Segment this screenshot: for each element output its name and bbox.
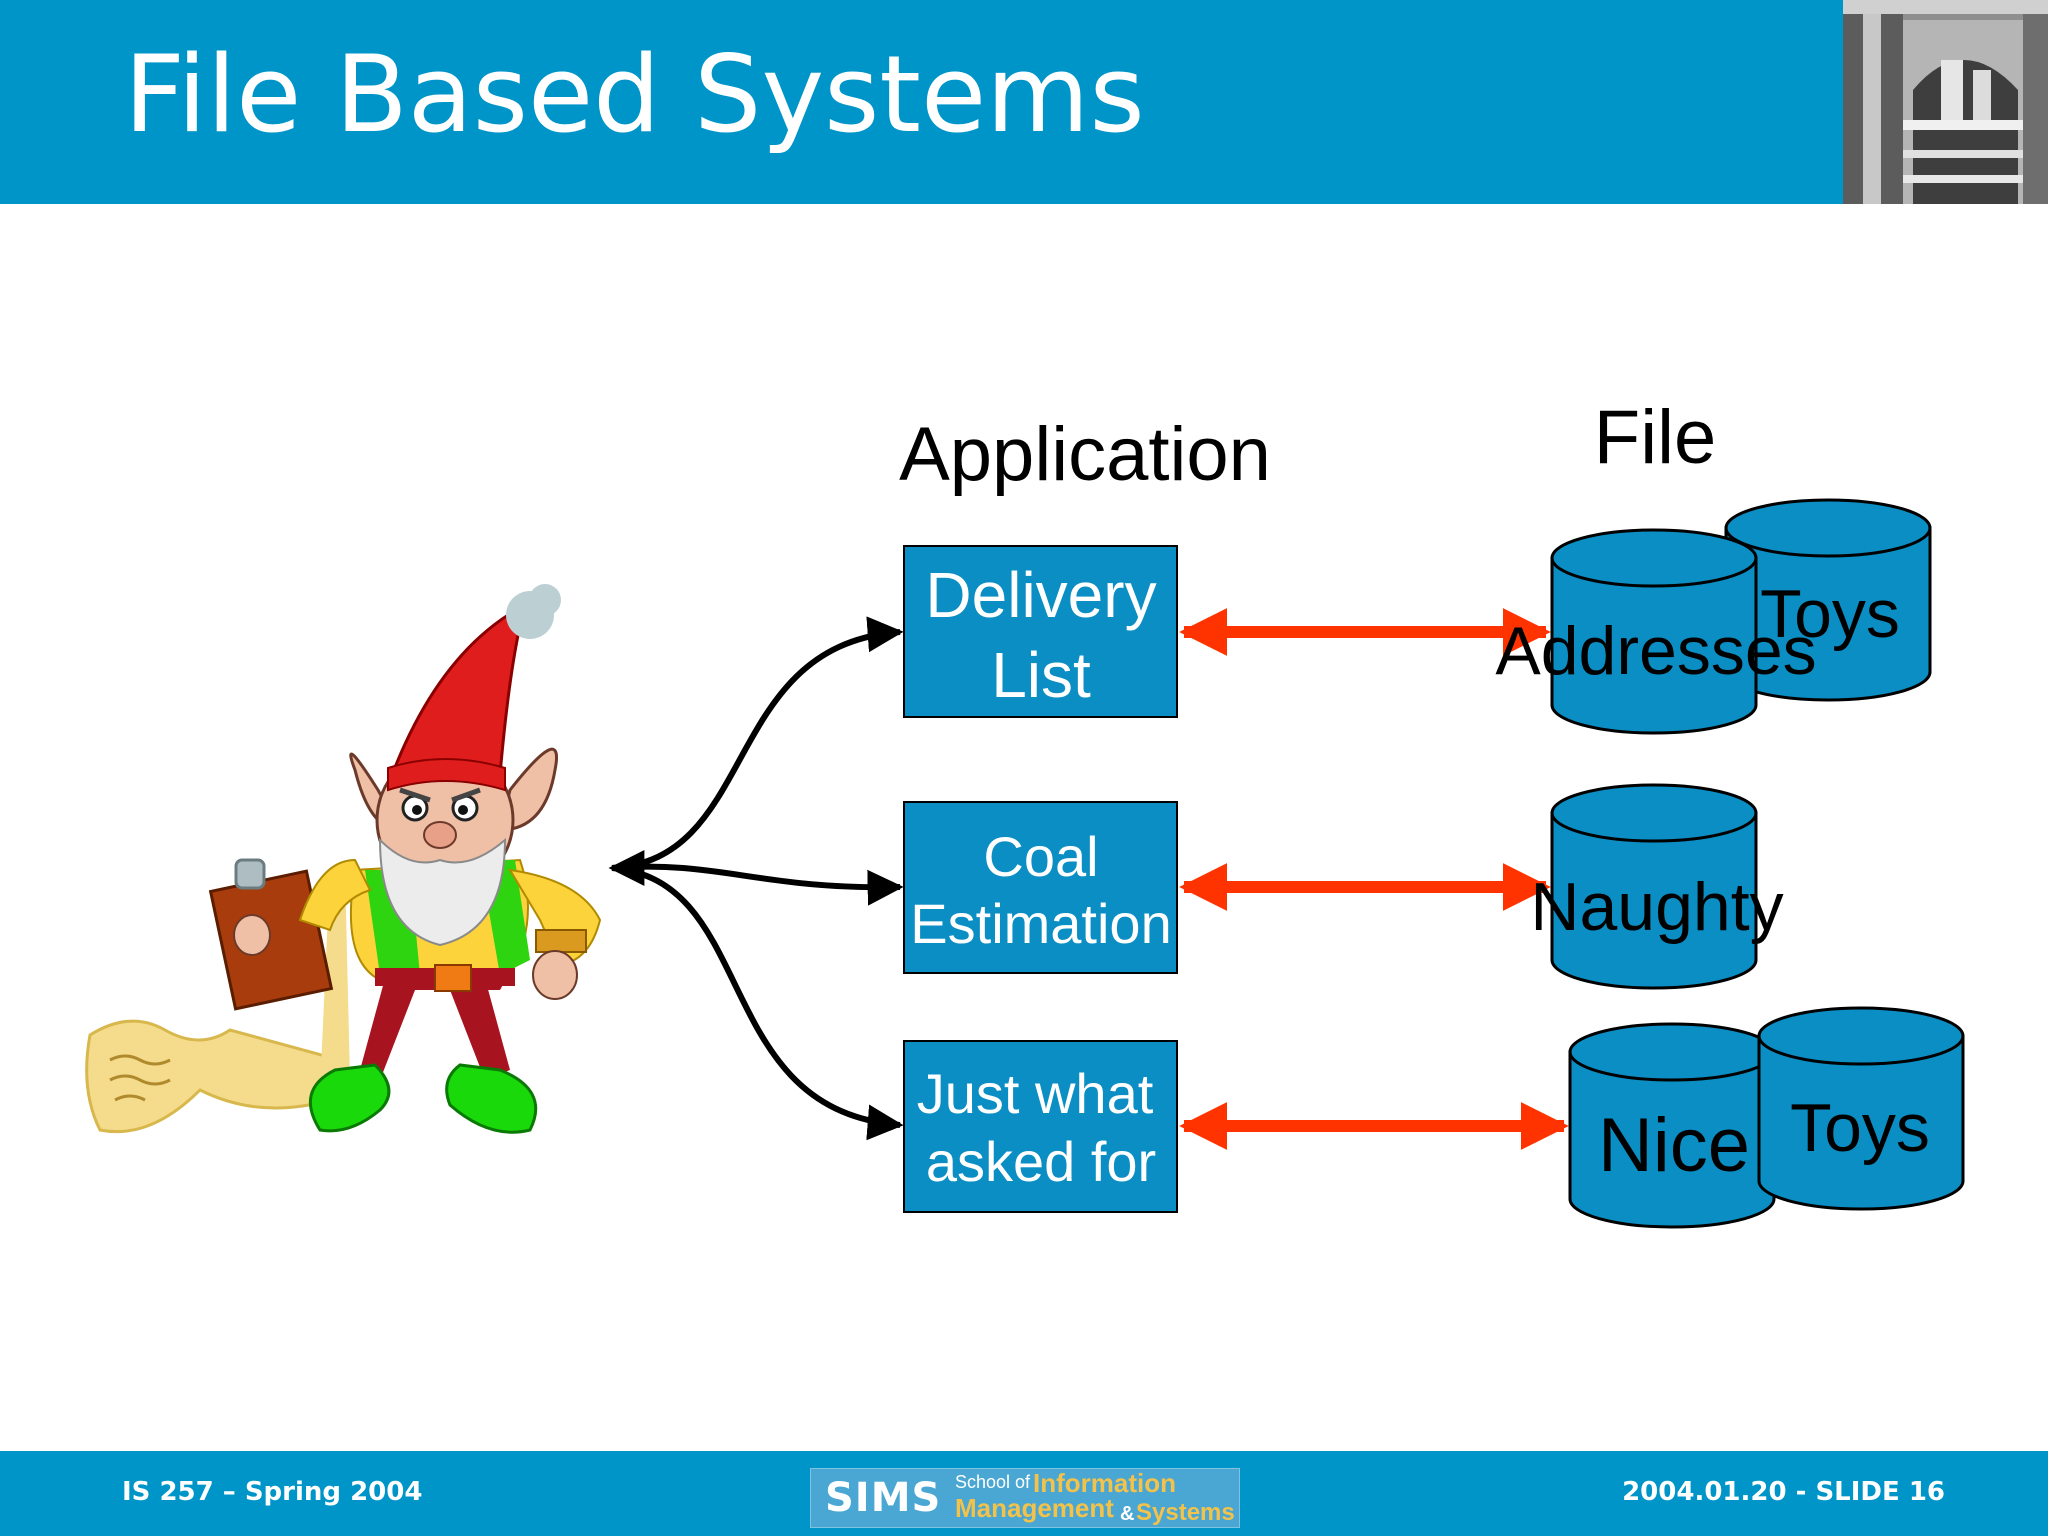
app-box-coal-estimation: Coal Estimation <box>903 801 1178 974</box>
data-links <box>1179 608 1569 1150</box>
connector-just-what <box>611 865 904 1141</box>
building-photo <box>1843 0 2048 204</box>
logo-management: Management <box>955 1493 1114 1523</box>
column-header-file: File <box>1594 395 1716 480</box>
slide-title: File Based Systems <box>124 33 1145 156</box>
app-label-line: Just what <box>917 1062 1154 1125</box>
app-label-line: asked for <box>926 1130 1156 1193</box>
file-cylinder-nice: Nice <box>1568 1022 1776 1229</box>
connector-coal <box>611 863 904 906</box>
column-header-application: Application <box>899 412 1271 497</box>
logo-information: Information <box>1033 1468 1176 1498</box>
file-label: Nice <box>1598 1103 1750 1188</box>
file-cylinder-toys-bottom: Toys <box>1757 1006 1965 1211</box>
course-label: IS 257 – Spring 2004 <box>122 1477 423 1507</box>
connectors <box>608 616 904 1141</box>
logo-school-of: School of <box>955 1472 1031 1492</box>
file-label: Toys <box>1790 1090 1930 1166</box>
app-box-just-what-asked-for: Just what asked for <box>903 1040 1178 1213</box>
slide-number: 2004.01.20 - SLIDE 16 <box>1622 1477 1945 1507</box>
logo-ampersand: & <box>1120 1503 1135 1525</box>
slide-header: File Based Systems <box>0 0 2048 204</box>
connector-delivery <box>611 616 904 871</box>
slide-footer: IS 257 – Spring 2004 SIMS School of Info… <box>0 1451 2048 1536</box>
elf-illustration <box>85 584 602 1134</box>
app-label-line: List <box>991 639 1091 711</box>
sims-logo: SIMS School of Information Management & … <box>810 1468 1240 1528</box>
app-label-line: Coal <box>983 825 1098 888</box>
app-label-line: Delivery <box>925 559 1156 631</box>
app-box-delivery-list: Delivery List <box>903 545 1178 718</box>
file-system-diagram: Application File Delivery List Coal Esti… <box>85 395 1965 1229</box>
file-label: Naughty <box>1530 869 1783 945</box>
file-cylinder-addresses: Addresses <box>1495 528 1817 735</box>
logo-systems: Systems <box>1136 1499 1235 1526</box>
file-label: Toys <box>1760 576 1900 652</box>
file-cylinder-naughty: Naughty <box>1530 783 1784 990</box>
file-cylinder-toys: Toys <box>1724 498 1932 702</box>
app-label-line: Estimation <box>910 892 1171 955</box>
logo-main-text: SIMS <box>825 1475 942 1521</box>
file-label: Addresses <box>1495 613 1816 689</box>
